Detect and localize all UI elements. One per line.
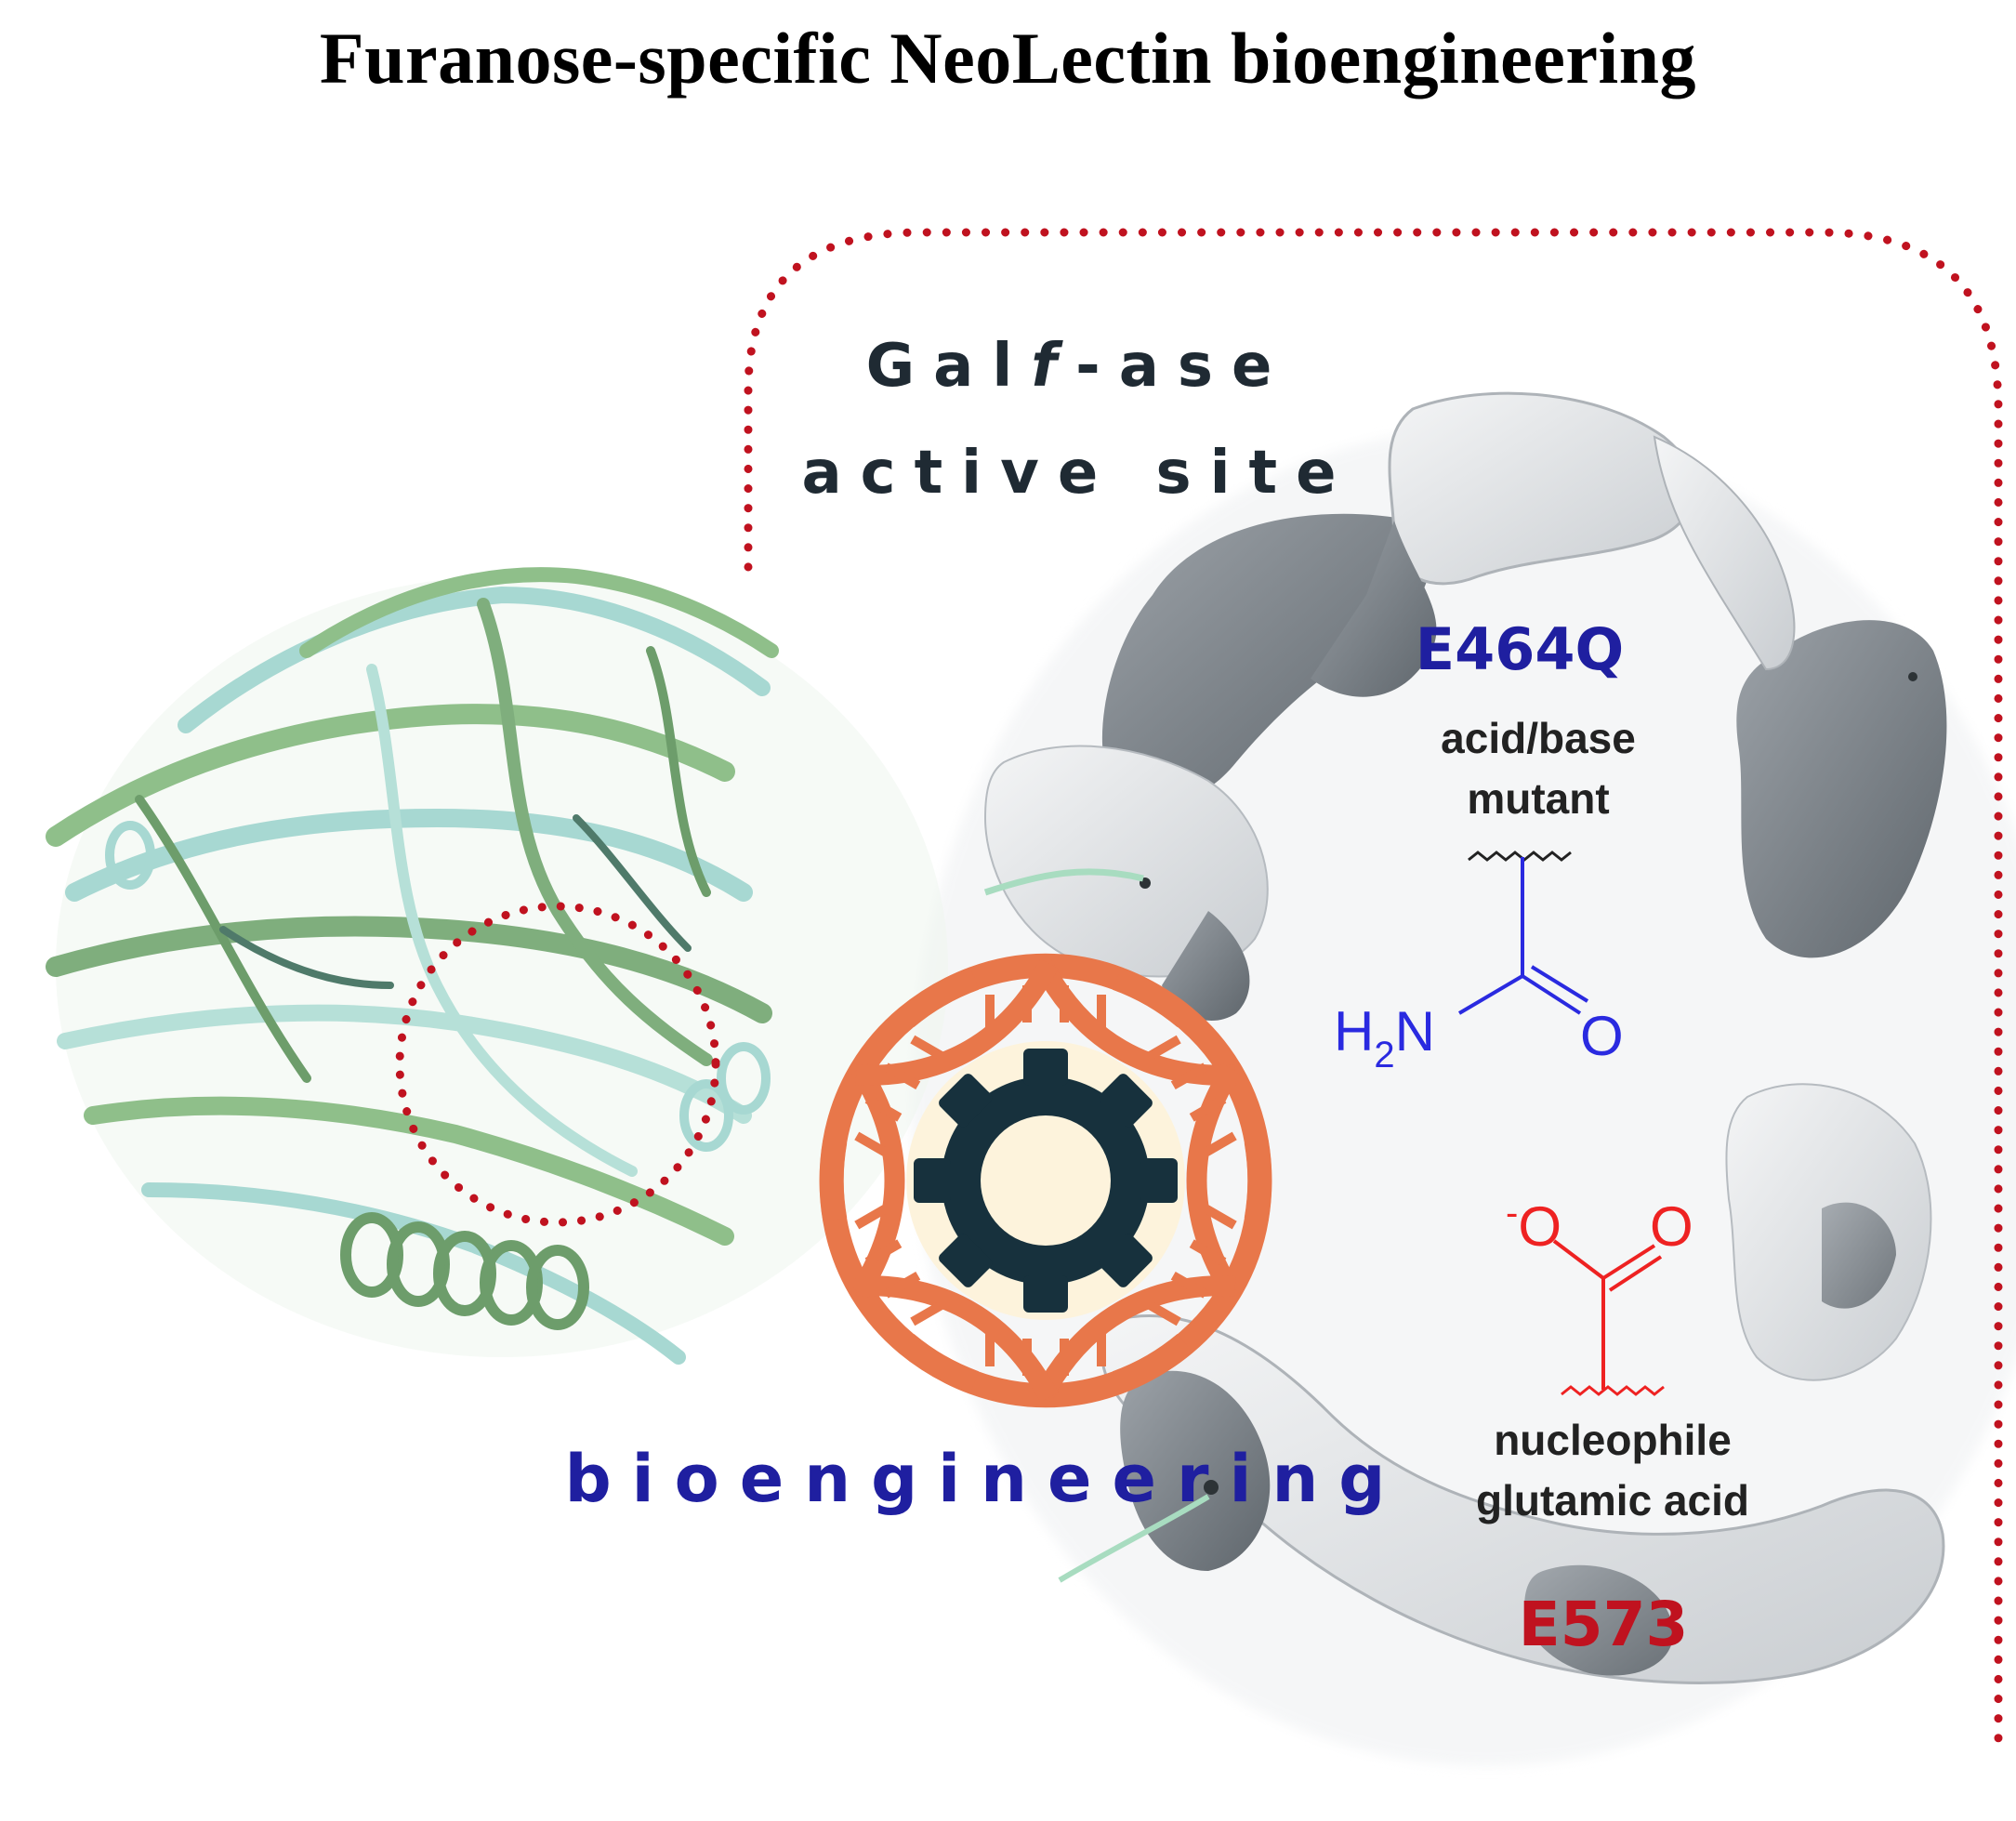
figure-title: Furanose-specific NeoLectin bioengineeri… [319,18,1697,99]
amide-h-atom: H [1334,1000,1374,1062]
amide-n-atom: N [1395,1000,1435,1062]
svg-text:H2N: H2N [1334,1000,1435,1075]
mutant-code-label: E464Q [1416,615,1624,683]
active-site-border [744,228,2003,1743]
nucleophile-desc-line2: glutamic acid [1476,1476,1749,1524]
active-site-label-line1: Galf-ase [866,332,1291,401]
carboxylate-o-atom: O [1650,1195,1693,1258]
protein-structure-icon [46,567,948,1365]
carboxylate-charge: - [1506,1193,1518,1234]
amide-o-atom: O [1580,1005,1624,1067]
mutant-desc-line2: mutant [1467,774,1609,823]
amide-structure: H2N O [1334,851,1624,1075]
amide-subscript: 2 [1374,1035,1394,1075]
svg-text:-O: -O [1506,1193,1561,1258]
bioengineering-label: bioengineering [565,1441,1406,1517]
dna-gear-icon [819,953,1272,1408]
carboxylate-o-minus: O [1518,1195,1561,1258]
active-site-label-line2: active site [801,439,1354,508]
carboxylate-structure: -O O [1506,1193,1693,1396]
active-site-surface-icon [911,391,2016,1766]
nucleophile-code-label: E573 [1519,1589,1689,1660]
mutant-desc-line1: acid/base [1441,714,1636,762]
nucleophile-desc-line1: nucleophile [1494,1416,1732,1464]
